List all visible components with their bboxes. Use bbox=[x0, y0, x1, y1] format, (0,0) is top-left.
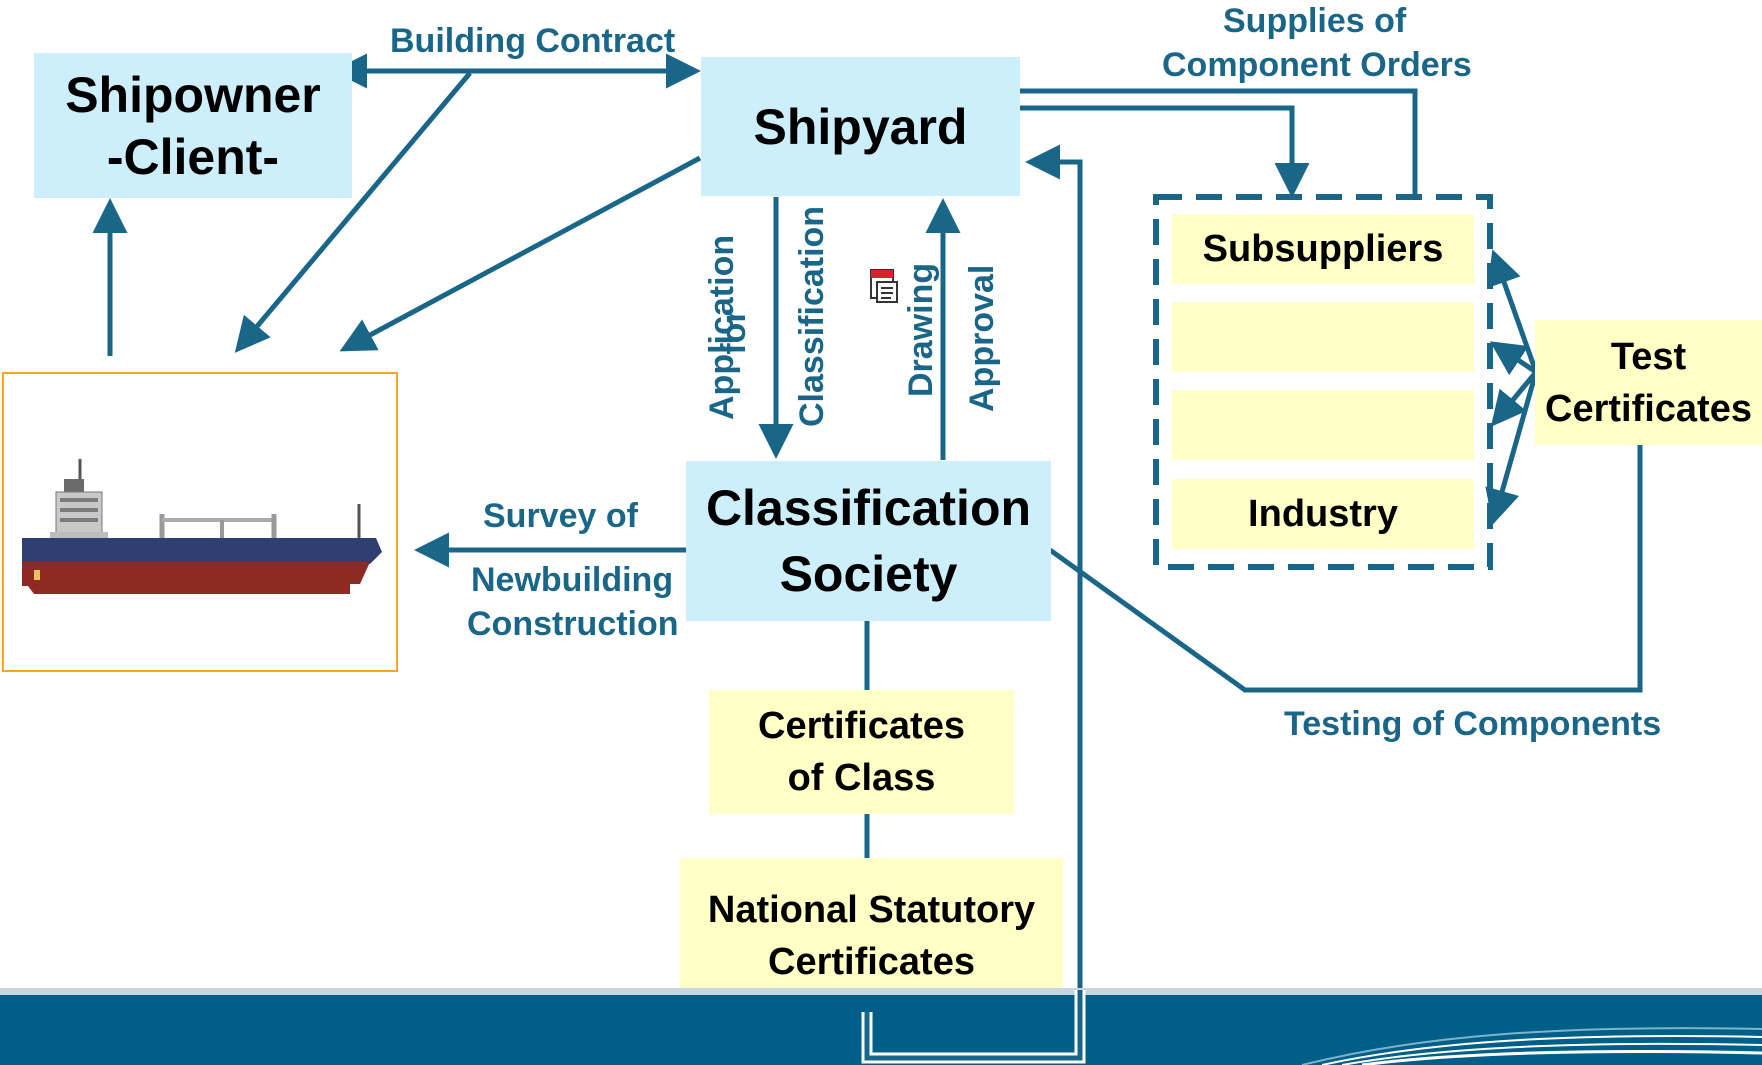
national-statutory-label: National Statutory bbox=[707, 889, 1036, 931]
supplies-loop-line bbox=[1019, 88, 1418, 199]
test-certificates-sublabel: Certificates bbox=[1545, 387, 1752, 430]
survey-label-line2: Newbuilding bbox=[471, 561, 674, 599]
shipowner-label: Shipowner bbox=[65, 66, 321, 123]
supplier-box-3 bbox=[1172, 390, 1474, 460]
test-certificates-label: Test bbox=[1610, 335, 1687, 378]
footer-wave-decoration bbox=[1301, 1027, 1762, 1065]
classification-society-box: Classification Society bbox=[686, 461, 1051, 621]
testing-components-line bbox=[1048, 445, 1643, 693]
building-contract-label: Building Contract bbox=[390, 22, 676, 60]
test-cert-arrow-3 bbox=[1490, 370, 1538, 427]
subsuppliers-label: Subsuppliers bbox=[1202, 227, 1444, 270]
shipowner-sublabel: -Client- bbox=[106, 128, 280, 185]
footer-band-top bbox=[0, 988, 1762, 995]
supplier-box-2 bbox=[1172, 302, 1474, 372]
classification-society-label: Classification bbox=[705, 480, 1032, 536]
test-cert-arrow-4 bbox=[1485, 371, 1539, 525]
certificates-of-class-label: Certificates bbox=[758, 705, 965, 747]
survey-label-line1: Survey of bbox=[483, 497, 638, 535]
certificates-of-class-box: Certificates of Class bbox=[709, 690, 1014, 814]
national-statutory-sublabel: Certificates bbox=[768, 941, 975, 983]
supplies-label-line2: Component Orders bbox=[1162, 46, 1472, 84]
classification-society-sublabel: Society bbox=[779, 546, 958, 602]
test-cert-arrow-2 bbox=[1489, 341, 1538, 376]
testing-components-label: Testing of Components bbox=[1284, 705, 1662, 743]
component-orders-arrow bbox=[1019, 105, 1310, 198]
industry-box: Industry bbox=[1172, 479, 1474, 549]
subsuppliers-box: Subsuppliers bbox=[1172, 214, 1474, 284]
supplier-group-outline bbox=[1153, 194, 1493, 570]
shipyard-to-ship-arrow bbox=[339, 155, 702, 352]
document-icon bbox=[870, 269, 898, 303]
industry-label: Industry bbox=[1248, 492, 1398, 535]
supplies-label-line1: Supplies of bbox=[1223, 2, 1407, 40]
test-certificates-box: Test Certificates bbox=[1535, 320, 1762, 445]
shipowner-box: Shipowner -Client- bbox=[34, 53, 352, 198]
shipyard-box: Shipyard bbox=[701, 57, 1020, 196]
ship-image-frame bbox=[2, 372, 398, 672]
cargo-ship-icon bbox=[22, 459, 382, 594]
test-cert-arrow-1 bbox=[1487, 249, 1539, 373]
shipyard-label: Shipyard bbox=[753, 98, 968, 155]
contract-to-ship-arrow bbox=[234, 71, 472, 353]
survey-label-line3: Construction bbox=[467, 605, 679, 643]
certificates-of-class-sublabel: of Class bbox=[787, 757, 936, 799]
